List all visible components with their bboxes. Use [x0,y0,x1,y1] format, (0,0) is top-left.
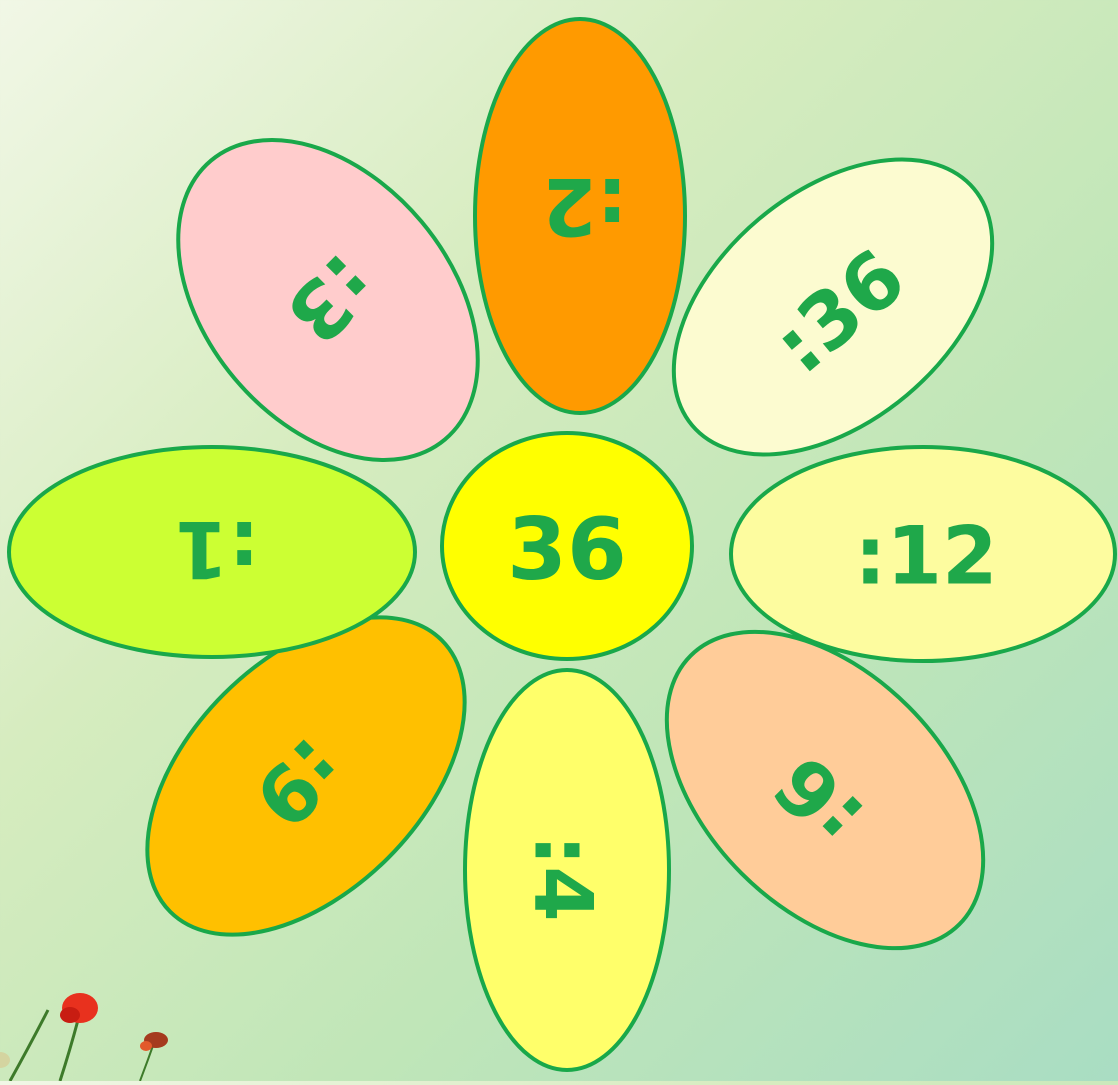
petal-bottom-label: :4 [517,834,610,922]
flower-center[interactable]: 36 [442,433,692,659]
poppy-flowers-decoration [0,993,168,1081]
petal-bottom[interactable]: :4 [465,670,669,1070]
petal-left-label: :1 [174,503,259,593]
petal-right[interactable]: :12 [731,447,1115,661]
flower-center-label: 36 [507,500,627,600]
petal-right-label: :12 [854,510,997,603]
petal-top-label: :2 [542,160,627,250]
petal-left[interactable]: :1 [9,447,415,657]
petal-top[interactable]: :2 [475,19,685,413]
